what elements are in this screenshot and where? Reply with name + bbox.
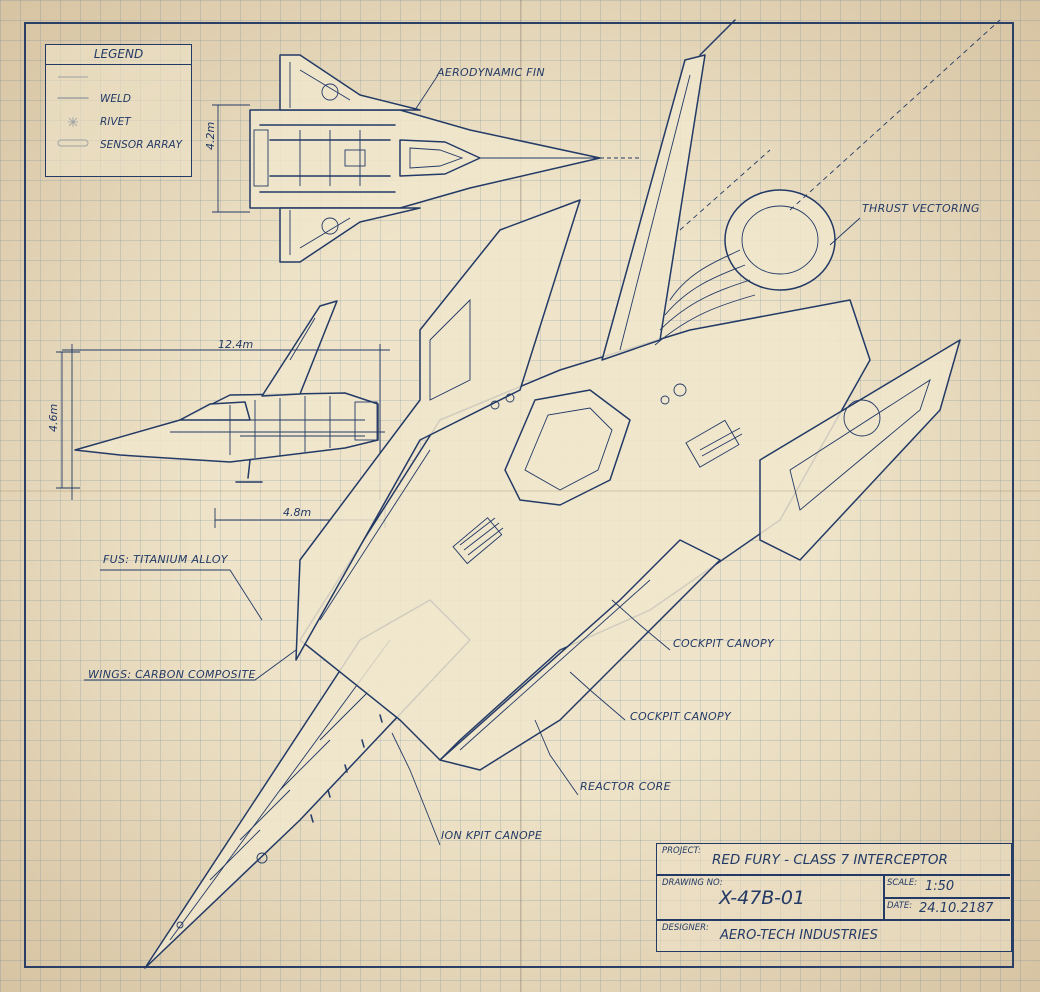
project-caption: PROJECT: bbox=[662, 846, 701, 856]
callout-fuselage-material: FUS: TITANIUM ALLOY bbox=[103, 553, 228, 566]
legend-box: LEGEND WELD RIVET SENSOR ARRAY bbox=[45, 44, 192, 177]
scale-value: 1:50 bbox=[925, 879, 955, 894]
legend-title: LEGEND bbox=[46, 45, 191, 65]
drawing-number: X-47B-01 bbox=[719, 887, 806, 909]
drawing-caption: DRAWING NO: bbox=[662, 878, 723, 888]
designer-name: AERO-TECH INDUSTRIES bbox=[720, 928, 878, 943]
legend-item-label: RIVET bbox=[100, 116, 131, 128]
top-view-drawing bbox=[212, 54, 640, 263]
legend-item-label: SENSOR ARRAY bbox=[100, 139, 183, 151]
main-ship-drawing bbox=[144, 19, 1001, 969]
legend-item-weld: WELD bbox=[58, 92, 188, 108]
legend-item-label: WELD bbox=[100, 93, 131, 105]
callout-leaders bbox=[84, 217, 861, 846]
legend-item-rivet: RIVET bbox=[58, 115, 188, 131]
dimension-side-length: 12.4m bbox=[218, 338, 254, 351]
callout-thrust-vectoring: THRUST VECTORING bbox=[862, 202, 980, 215]
dimension-side-height: 4.6m bbox=[47, 403, 60, 432]
callout-ion-kpit-canope: ION KPIT CANOPE bbox=[441, 829, 543, 842]
project-name: RED FURY - CLASS 7 INTERCEPTOR bbox=[712, 852, 948, 868]
dimension-side-bottom: 4.8m bbox=[283, 506, 312, 519]
designer-caption: DESIGNER: bbox=[662, 923, 709, 933]
date-caption: DATE: bbox=[887, 901, 913, 911]
sheet-border bbox=[24, 22, 1014, 968]
legend-item-sensor-array: SENSOR ARRAY bbox=[58, 138, 188, 154]
scale-caption: SCALE: bbox=[887, 878, 918, 888]
callout-wings-material: WINGS: CARBON COMPOSITE bbox=[88, 668, 256, 681]
callout-cockpit-canopy-lower: COCKPIT CANOPY bbox=[630, 710, 731, 723]
date-value: 24.10.2187 bbox=[919, 901, 994, 916]
title-block: PROJECT: RED FURY - CLASS 7 INTERCEPTOR … bbox=[656, 843, 1012, 952]
side-view-drawing bbox=[56, 300, 390, 528]
callout-cockpit-canopy-upper: COCKPIT CANOPY bbox=[673, 637, 774, 650]
callout-reactor-core: REACTOR CORE bbox=[580, 780, 671, 793]
callout-aerodynamic-fin: AERODYNAMIC FIN bbox=[437, 66, 545, 79]
dimension-top-width: 4.2m bbox=[204, 121, 217, 150]
legend-item-thin-line bbox=[58, 71, 188, 87]
